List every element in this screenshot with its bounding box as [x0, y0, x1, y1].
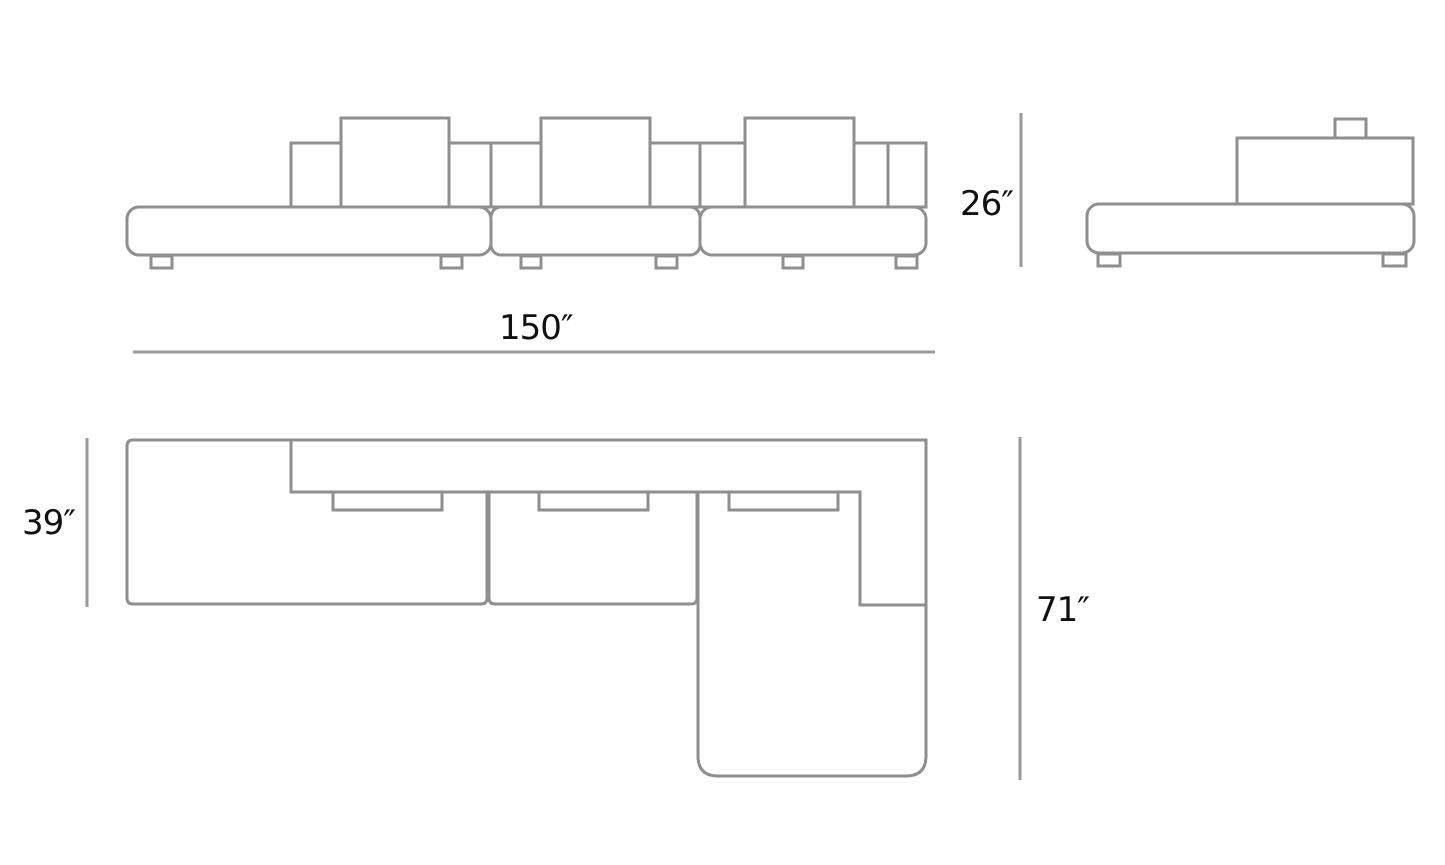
seat-base-left [125, 205, 493, 257]
seat-base-right [698, 205, 928, 257]
back-cushion-tall [539, 116, 652, 209]
width-label: 150″ [499, 308, 574, 348]
back-cushion-small [698, 141, 747, 209]
leg [654, 254, 679, 270]
top-view [125, 438, 928, 778]
side-back-knob [1333, 117, 1368, 140]
leg [1381, 252, 1408, 268]
back-cushion-small [648, 141, 702, 209]
chaise-depth-label: 71″ [1036, 590, 1090, 630]
leg [781, 254, 805, 270]
back-cushion-small [852, 141, 890, 209]
back-cushion-tall [743, 116, 856, 209]
side-back [1235, 136, 1415, 206]
chaise-top [696, 492, 928, 778]
back-cushion-small [886, 141, 928, 209]
back-cushion-top [727, 490, 840, 512]
seat-depth-label: 39″ [22, 503, 76, 543]
front-view [125, 116, 928, 270]
height-label: 26″ [960, 184, 1014, 224]
back-cushion-small [289, 141, 343, 209]
seat-base-middle [489, 205, 702, 257]
side-view [1085, 117, 1416, 268]
back-rail-outline [289, 438, 928, 607]
leg [439, 254, 464, 270]
leg [894, 254, 919, 270]
leg [519, 254, 543, 270]
back-cushion-tall [339, 116, 451, 209]
leg [1096, 252, 1122, 268]
leg [149, 254, 174, 270]
side-seat-base [1085, 202, 1416, 255]
back-cushion-top [537, 490, 650, 512]
back-cushion-top [331, 490, 444, 512]
seat-top-left [125, 438, 489, 606]
back-cushion-small [489, 141, 543, 209]
back-cushion-small [447, 141, 493, 209]
